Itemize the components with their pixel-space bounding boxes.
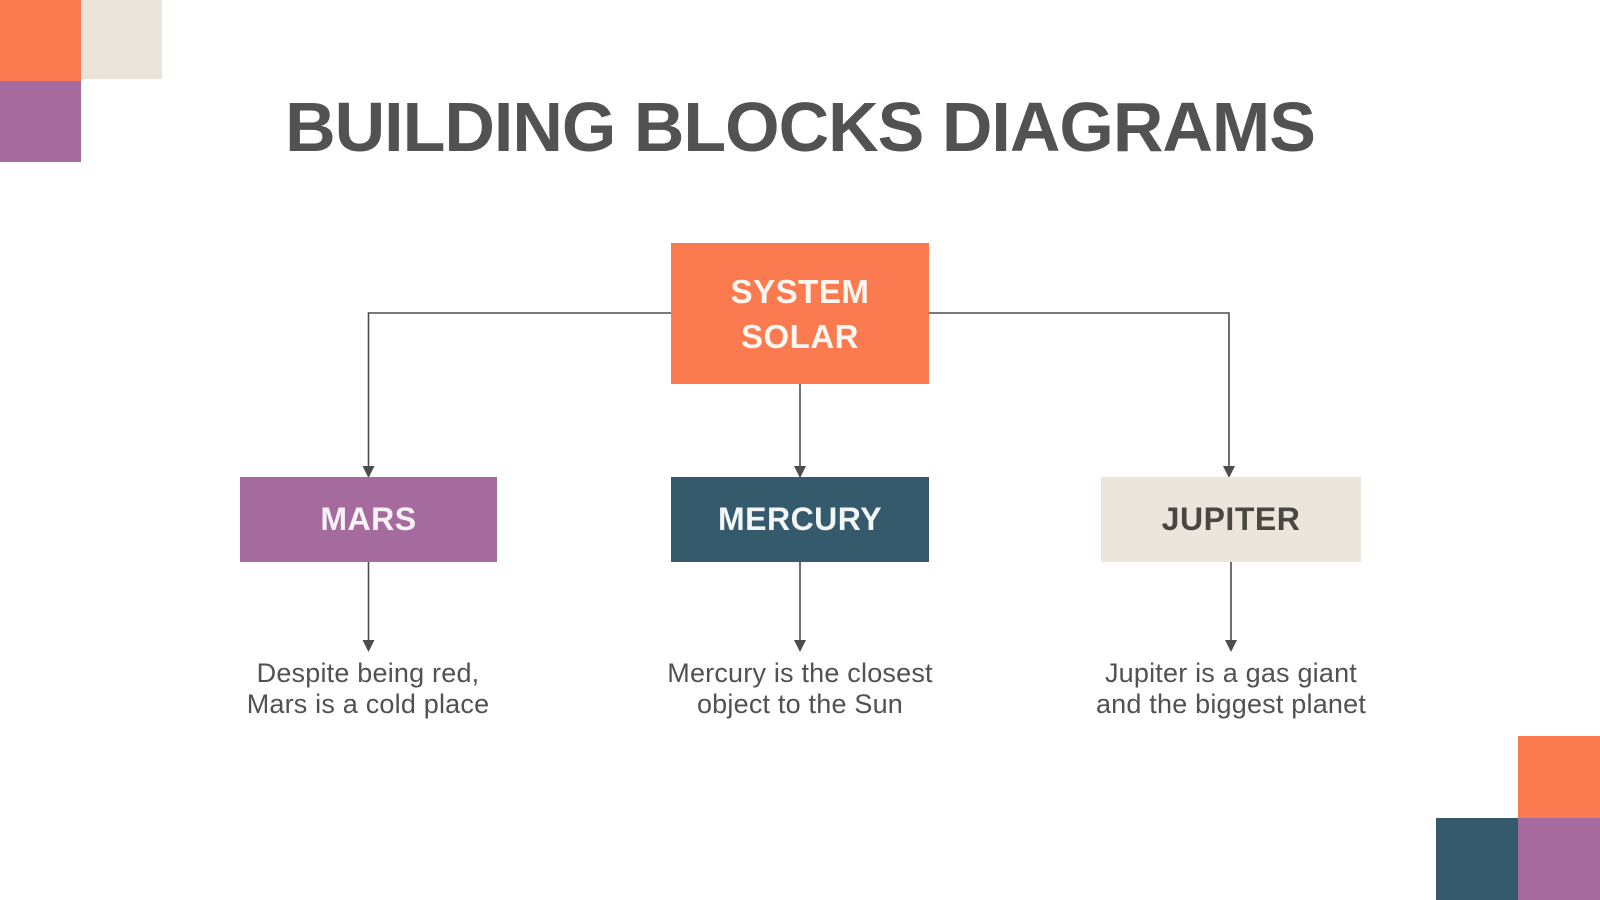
connector-root-to-mars — [367, 312, 671, 467]
description-mars: Despite being red, Mars is a cold place — [246, 658, 490, 719]
connector-root-to-jupiter — [929, 312, 1230, 467]
corner-square-top-left-orange — [0, 0, 81, 81]
node-system-solar: SYSTEM SOLAR — [671, 243, 929, 384]
node-system-solar-label: SYSTEM SOLAR — [730, 272, 870, 355]
node-jupiter-label: JUPITER — [1161, 501, 1301, 537]
node-mercury: MERCURY — [671, 477, 929, 562]
corner-square-bottom-right-purple — [1518, 818, 1600, 900]
node-mars: MARS — [240, 477, 497, 562]
arrowhead-mercury-description — [794, 640, 806, 652]
corner-square-bottom-right-orange — [1518, 736, 1600, 818]
description-mercury: Mercury is the closest object to the Sun — [667, 658, 933, 719]
page-title: BUILDING BLOCKS DIAGRAMS — [285, 88, 1316, 166]
corner-square-bottom-right-teal — [1436, 818, 1518, 900]
corner-square-top-left-purple — [0, 81, 81, 162]
corner-square-top-left-cream — [81, 0, 162, 79]
node-mercury-label: MERCURY — [717, 501, 883, 537]
node-mars-label: MARS — [320, 501, 417, 537]
arrowhead-jupiter-description — [1225, 640, 1237, 652]
description-jupiter: Jupiter is a gas giant and the biggest p… — [1095, 658, 1367, 719]
arrowhead-mars-description — [362, 640, 375, 652]
node-jupiter: JUPITER — [1101, 477, 1361, 562]
